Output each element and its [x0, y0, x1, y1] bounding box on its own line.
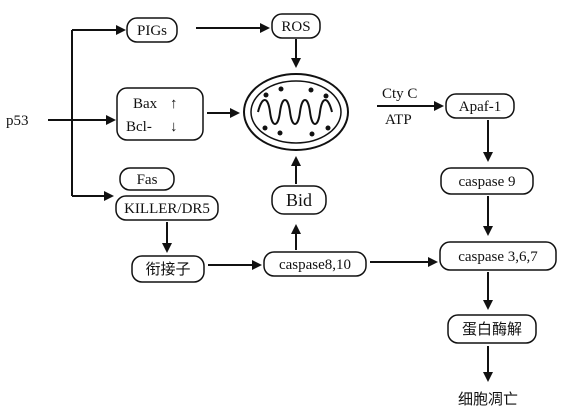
fas-node: Fas [120, 168, 174, 190]
adaptor-node: 衔接子 [132, 256, 204, 282]
apoptosis-label: 细胞凋亡 [458, 390, 518, 408]
ros-label: ROS [281, 19, 310, 35]
bax-bcl-node: Bax ↑ Bcl- ↓ [117, 88, 203, 140]
caspase8-node: caspase8,10 [264, 252, 366, 276]
apaf1-node: Apaf-1 [446, 94, 514, 118]
apaf1-label: Apaf-1 [459, 99, 501, 115]
proteolysis-node: 蛋白酶解 [448, 315, 536, 343]
bid-label: Bid [286, 190, 312, 210]
bcl-label: Bcl- [126, 119, 152, 135]
adaptor-label: 衔接子 [145, 260, 190, 278]
bid-node: Bid [272, 186, 326, 214]
caspase3-label: caspase 3,6,7 [458, 249, 538, 265]
pigs-node: PIGs [127, 18, 177, 42]
p53-branch-connector [48, 30, 124, 196]
bax-label: Bax [133, 96, 158, 112]
mitochondrion-icon [244, 74, 348, 150]
bax-up-arrow: ↑ [170, 96, 178, 112]
p53-label: p53 [6, 113, 29, 129]
atp-label: ATP [385, 112, 412, 128]
cytc-label: Cty C [382, 86, 417, 102]
killer-dr5-label: KILLER/DR5 [124, 201, 210, 217]
caspase3-node: caspase 3,6,7 [440, 242, 556, 270]
fas-label: Fas [137, 172, 158, 188]
caspase8-label: caspase8,10 [279, 257, 351, 273]
pigs-label: PIGs [137, 23, 167, 39]
caspase9-node: caspase 9 [441, 168, 533, 194]
killer-dr5-node: KILLER/DR5 [116, 196, 218, 220]
caspase9-label: caspase 9 [458, 174, 515, 190]
bcl-down-arrow: ↓ [170, 119, 178, 135]
proteolysis-label: 蛋白酶解 [462, 320, 522, 338]
ros-node: ROS [272, 14, 320, 38]
